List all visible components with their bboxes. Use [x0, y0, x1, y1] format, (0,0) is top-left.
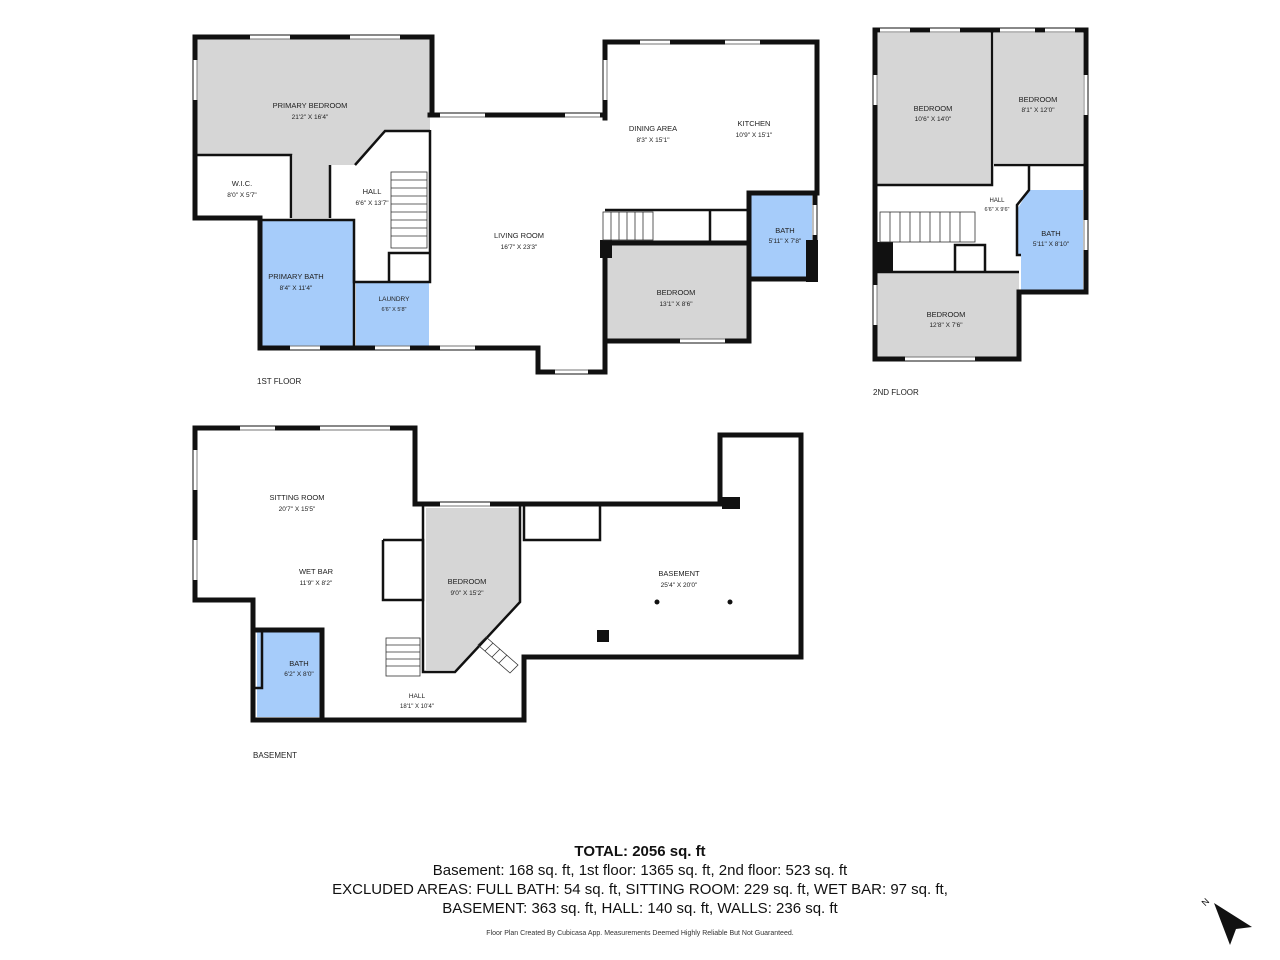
first-floor: PRIMARY BEDROOM 21'2" X 16'4" W.I.C. 8'0…	[192, 34, 820, 386]
first-bath-fill	[750, 193, 812, 277]
basement-west-wall	[192, 425, 256, 633]
disclaimer: Floor Plan Created By Cubicasa App. Meas…	[486, 930, 794, 937]
area-summary: TOTAL: 2056 sq. ft Basement: 168 sq. ft,…	[0, 842, 1280, 918]
room-name: HALL	[989, 198, 1005, 204]
room-dims: 9'0" X 15'2"	[450, 590, 484, 597]
room-name: BEDROOM	[927, 310, 966, 319]
room-dims: 13'1" X 8'6"	[659, 301, 693, 308]
room-name: PRIMARY BATH	[268, 272, 323, 281]
wic-walls	[197, 153, 293, 218]
room-dims: 10'6" X 14'0"	[915, 116, 952, 123]
bath-walls	[253, 632, 264, 690]
room-dims: 6'6" X 5'8"	[382, 307, 407, 313]
room-name: KITCHEN	[738, 119, 771, 128]
first-floor-column	[806, 240, 818, 282]
closet-walls	[381, 538, 425, 602]
basement-post	[727, 599, 733, 605]
kitchen-north-wall	[602, 39, 820, 196]
room-name: PRIMARY BEDROOM	[273, 101, 348, 110]
room-name: BEDROOM	[1019, 95, 1058, 104]
room-dims: 8'4" X 11'4"	[280, 285, 313, 292]
room-dims: 11'9" X 8'2"	[300, 580, 333, 587]
primary-bedroom-fill	[197, 39, 430, 218]
compass-arrow	[1214, 903, 1252, 945]
room-dims: 20'7" X 15'5"	[279, 506, 316, 513]
room-name: BASEMENT	[658, 569, 700, 578]
primary-bath-fill	[262, 220, 354, 346]
closet-walls	[387, 251, 430, 282]
room-name: BEDROOM	[448, 577, 487, 586]
north-arrow-icon: N	[1200, 896, 1252, 945]
room-name: BEDROOM	[657, 288, 696, 297]
room-name: WET BAR	[299, 567, 334, 576]
room-name: DINING AREA	[629, 124, 677, 133]
room-dims: 6'6" X 13'7"	[355, 200, 389, 207]
laundry-walls	[352, 130, 432, 284]
basement-post	[654, 599, 660, 605]
room-dims: 8'0" X 5'7"	[227, 192, 257, 199]
first-bedroom-fill	[606, 243, 747, 339]
floor-plan: PRIMARY BEDROOM 21'2" X 16'4" W.I.C. 8'0…	[192, 27, 1089, 760]
first-floor-pillar	[600, 240, 612, 258]
room-dims: 25'4" X 20'0"	[661, 582, 698, 589]
room-name: W.I.C.	[232, 179, 252, 188]
room-name: BATH	[775, 226, 794, 235]
floor-areas: Basement: 168 sq. ft, 1st floor: 1365 sq…	[432, 862, 848, 879]
room-name: LIVING ROOM	[494, 231, 544, 240]
first-floor-stairs	[390, 171, 654, 249]
room-dims: 10'9" X 15'1"	[736, 132, 773, 139]
primary-bath-walls	[262, 218, 356, 346]
floor-label: 2ND FLOOR	[873, 388, 919, 397]
second-floor: BEDROOM 10'6" X 14'0" BEDROOM 8'1" X 12'…	[872, 27, 1089, 397]
room-name: LAUNDRY	[379, 296, 411, 303]
basement-stairs	[385, 636, 519, 677]
room-dims: 6'2" X 8'0"	[284, 671, 314, 678]
basement-bath-fill	[257, 632, 321, 717]
room-name: HALL	[363, 187, 382, 196]
room-dims: 6'6" X 9'6"	[985, 207, 1010, 213]
room-name: BEDROOM	[914, 104, 953, 113]
room-name: SITTING ROOM	[270, 493, 325, 502]
second-bedroom-a-fill	[877, 33, 990, 184]
floor-label: 1ST FLOOR	[257, 377, 302, 386]
closet-walls	[953, 243, 987, 272]
excluded-areas-continued: BASEMENT: 363 sq. ft, HALL: 140 sq. ft, …	[442, 900, 838, 917]
room-dims: 16'7" X 23'3"	[501, 244, 538, 251]
second-bath-fill	[1018, 190, 1083, 290]
second-floor-stairs	[879, 211, 976, 243]
room-name: BATH	[289, 659, 308, 668]
basement-bedroom-fill	[426, 508, 520, 670]
compass-letter: N	[1200, 896, 1211, 908]
hall-walls	[354, 129, 430, 166]
storage-walls	[522, 506, 602, 542]
room-dims: 18'1" X 10'4"	[400, 704, 434, 710]
second-floor-exterior-wall	[872, 27, 1089, 362]
room-name: HALL	[409, 693, 426, 700]
second-bedroom-b-fill	[994, 33, 1083, 163]
room-dims: 8'3" X 15'1"	[636, 137, 670, 144]
basement-post	[597, 630, 609, 642]
basement-column	[722, 497, 740, 509]
room-dims: 8'1" X 12'0"	[1021, 107, 1055, 114]
room-dims: 5'11" X 8'10"	[1033, 241, 1070, 248]
room-name: BATH	[1041, 229, 1060, 238]
room-dims: 12'8" X 7'6"	[929, 322, 963, 329]
room-dims: 5'11" X 7'8"	[769, 238, 802, 245]
excluded-areas: EXCLUDED AREAS: FULL BATH: 54 sq. ft, SI…	[332, 881, 948, 898]
basement-floor: SITTING ROOM 20'7" X 15'5" WET BAR 11'9"…	[192, 425, 804, 760]
second-bedroom-c-fill	[877, 273, 1019, 357]
second-floor-column	[873, 242, 893, 272]
room-dims: 21'2" X 16'4"	[292, 114, 329, 121]
total-area: TOTAL: 2056 sq. ft	[574, 843, 706, 860]
floor-label: BASEMENT	[253, 751, 297, 760]
basement-bedroom-walls	[421, 506, 522, 674]
laundry-fill	[356, 282, 429, 346]
bath-walls	[1015, 165, 1031, 257]
bedroom-a-walls	[877, 30, 994, 187]
